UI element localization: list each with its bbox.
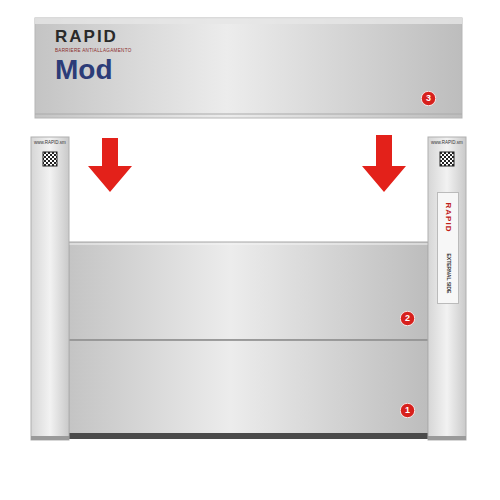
callout-number: 3 — [421, 91, 436, 106]
down-arrow — [362, 135, 406, 192]
website-text: www.RAPID.sm — [430, 141, 464, 146]
side-posts — [31, 137, 466, 440]
product-name: Mod — [55, 55, 442, 86]
callout-number: 2 — [400, 311, 415, 326]
side-post: www.RAPID.smRAPID EXTERNAL SIDE — [428, 137, 466, 440]
callout-number: 3 — [421, 91, 436, 106]
brand-tagline: BARRIERE ANTIALLAGAMENTO — [55, 48, 442, 53]
sticker-text: RAPID — [444, 203, 453, 233]
side-post: www.RAPID.sm — [31, 137, 69, 440]
sticker-text: EXTERNAL SIDE — [445, 254, 451, 294]
callout-number: 1 — [400, 403, 415, 418]
post-sticker: RAPID EXTERNAL SIDE — [437, 192, 459, 304]
top-panel — [35, 18, 462, 118]
down-arrow — [88, 138, 132, 192]
lower-panels — [69, 242, 428, 439]
callout-number: 1 — [400, 403, 415, 418]
website-text: www.RAPID.sm — [33, 141, 67, 146]
sticker-text-block: RAPID EXTERNAL SIDE — [437, 192, 459, 304]
brand-logo: RAPID — [55, 28, 442, 47]
top-panel: RAPIDBARRIERE ANTIALLAGAMENTO Mod 3 — [35, 18, 462, 118]
callout-number: 2 — [400, 311, 415, 326]
